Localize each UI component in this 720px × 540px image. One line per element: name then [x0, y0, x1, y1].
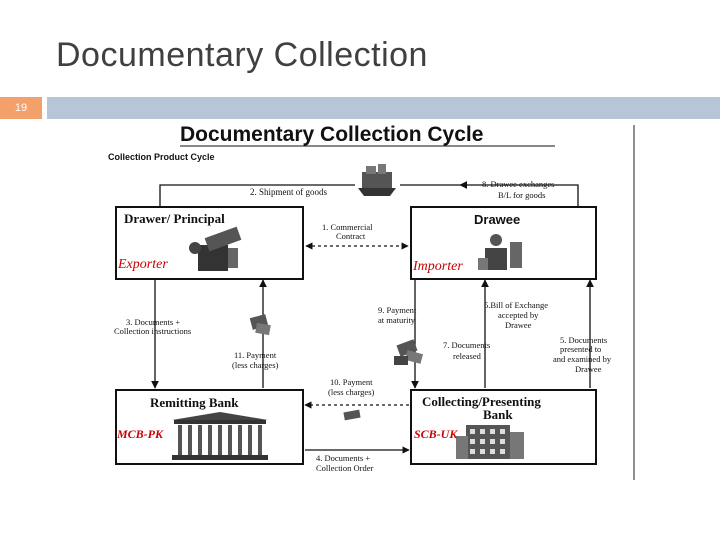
step-10-label-2: (less charges)	[328, 387, 375, 397]
step-5-label-2: presented to	[560, 344, 601, 354]
cash-icon	[343, 410, 360, 421]
collecting-bank-role: SCB-UK	[414, 427, 458, 441]
step-4-label-2: Collection Order	[316, 463, 374, 473]
collecting-bank-title-1: Collecting/Presenting	[422, 394, 541, 409]
step-11-label-1: 11. Payment	[234, 350, 277, 360]
step-5b-label-3: Drawee	[505, 320, 532, 330]
step-3-label-2: Collection instructions	[114, 326, 191, 336]
step-8-label-2: B/L for goods	[498, 190, 545, 200]
money-icon	[250, 314, 271, 335]
drawee-title: Drawee	[474, 212, 520, 227]
step-4-label-1: 4. Documents +	[316, 453, 370, 463]
step-11-label-2: (less charges)	[232, 360, 279, 370]
step-7-label-1: 7. Documents	[443, 340, 490, 350]
step-5-label-3: and examined by	[553, 354, 612, 364]
step-9-label-1: 9. Payment	[378, 305, 417, 315]
step-8-label-1: 8. Drawee exchanges	[482, 179, 554, 189]
importer-label: Importer	[412, 259, 463, 274]
step-5b-label-2: accepted by	[498, 310, 539, 320]
remitting-bank-role: MCB-PK	[116, 427, 164, 441]
step-1-label-2: Contract	[336, 231, 366, 241]
step-2-label: 2. Shipment of goods	[250, 187, 327, 197]
slide-title: Documentary Collection	[56, 36, 428, 75]
step-10-label-1: 10. Payment	[330, 377, 373, 387]
step-9-label-2: at maturity	[378, 315, 416, 325]
header-bar	[47, 97, 720, 119]
payment-money-icon	[394, 339, 423, 365]
step-7-label-2: released	[453, 351, 482, 361]
collecting-bank-title-2: Bank	[483, 407, 513, 422]
drawer-title: Drawer/ Principal	[124, 211, 225, 226]
diagram-subheading: Collection Product Cycle	[108, 152, 215, 162]
exporter-label: Exporter	[117, 257, 168, 272]
collection-cycle-diagram: Documentary Collection Cycle Collection …	[100, 120, 640, 485]
ship-icon	[358, 164, 396, 196]
diagram-heading: Documentary Collection Cycle	[180, 123, 483, 146]
remitting-bank-title: Remitting Bank	[150, 395, 239, 410]
step-5-label-4: Drawee	[575, 364, 602, 374]
step-5b-label-1: 5.Bill of Exchange	[484, 300, 548, 310]
page-number-badge: 19	[0, 97, 42, 119]
page-number: 19	[0, 97, 42, 119]
